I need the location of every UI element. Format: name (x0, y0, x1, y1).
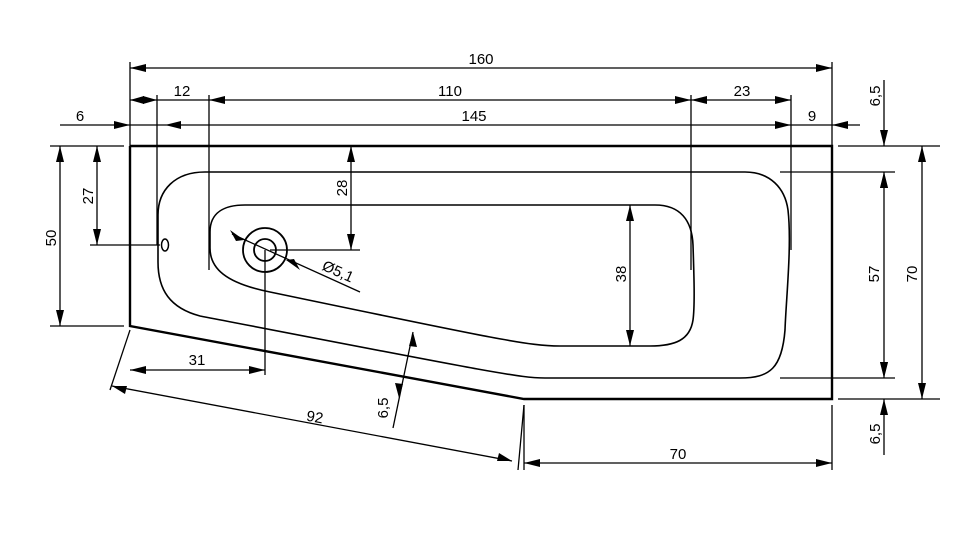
dim-drain-offset-top: 28 (334, 180, 351, 197)
tub-rim-inner (157, 171, 791, 379)
dim-drain-offset-left: 31 (189, 352, 206, 369)
dim-inner-offset-right: 23 (734, 83, 751, 100)
dimension-lines (59, 67, 923, 464)
dim-straight-length: 70 (670, 446, 687, 463)
dim-left-height: 50 (43, 230, 60, 247)
dim-basin-length: 145 (461, 108, 486, 125)
dim-basin-depth: 38 (613, 266, 630, 283)
dim-overall-width: 70 (904, 266, 921, 283)
dim-overall-length: 160 (468, 51, 493, 68)
dim-slant-rim: 6,5 (375, 398, 392, 419)
dim-inner-length: 110 (438, 83, 462, 100)
dim-left-margin: 6 (76, 108, 84, 125)
dim-inner-offset-left: 12 (174, 83, 191, 100)
dim-overflow-height: 27 (80, 188, 97, 205)
overflow-hole (160, 238, 170, 252)
dim-right-margin: 9 (808, 108, 816, 125)
dim-bottom-rim-right: 6,5 (867, 424, 884, 445)
basin-inner (209, 204, 695, 347)
dim-inner-width: 57 (866, 266, 883, 283)
tub-outline (128, 144, 834, 401)
dim-top-rim-right: 6,5 (867, 86, 884, 107)
dim-slant-length: 92 (305, 408, 324, 428)
extension-lines (50, 62, 940, 471)
arrowheads (56, 64, 926, 467)
